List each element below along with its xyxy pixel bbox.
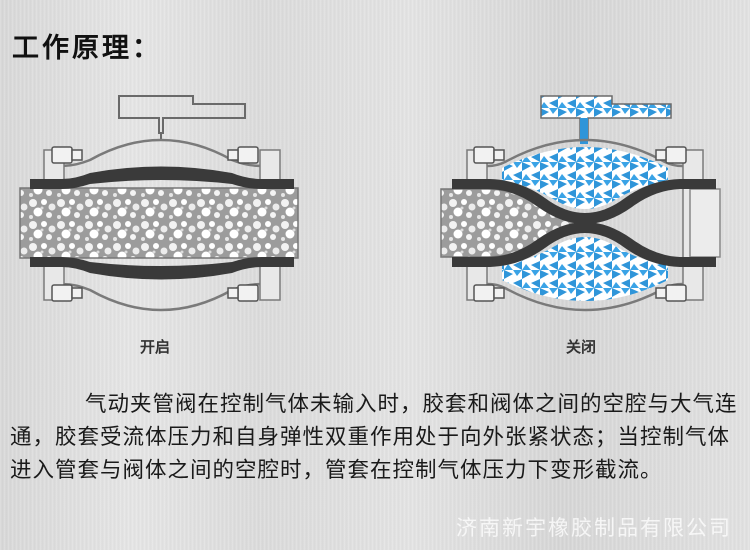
company-watermark: 济南新宇橡胶制品有限公司 <box>456 516 732 540</box>
open-bolts <box>51 146 259 302</box>
open-pipe-media <box>19 187 299 259</box>
closed-air-cavity-top <box>502 147 668 209</box>
closed-state-label: 关闭 <box>566 338 597 356</box>
open-body-top <box>54 138 269 168</box>
closed-bolts <box>473 146 687 302</box>
working-principle-description: 气动夹管阀在控制气体未输入时，胶套和阀体之间的空腔与大气连通，胶套受流体压力和自… <box>10 392 738 483</box>
open-liner-bottom <box>30 257 294 280</box>
open-valve <box>19 95 299 312</box>
open-state-label: 开启 <box>140 338 171 356</box>
closed-valve <box>440 95 721 312</box>
page-title: 工作原理： <box>12 33 162 64</box>
closed-air-cavity-bottom <box>502 237 668 301</box>
closed-liner-bottom <box>452 222 716 267</box>
open-air-connector <box>118 95 246 134</box>
valve-diagram <box>19 95 721 312</box>
closed-air-connector <box>540 95 672 141</box>
open-liner-top <box>30 166 294 189</box>
closed-liner-top <box>452 179 716 224</box>
